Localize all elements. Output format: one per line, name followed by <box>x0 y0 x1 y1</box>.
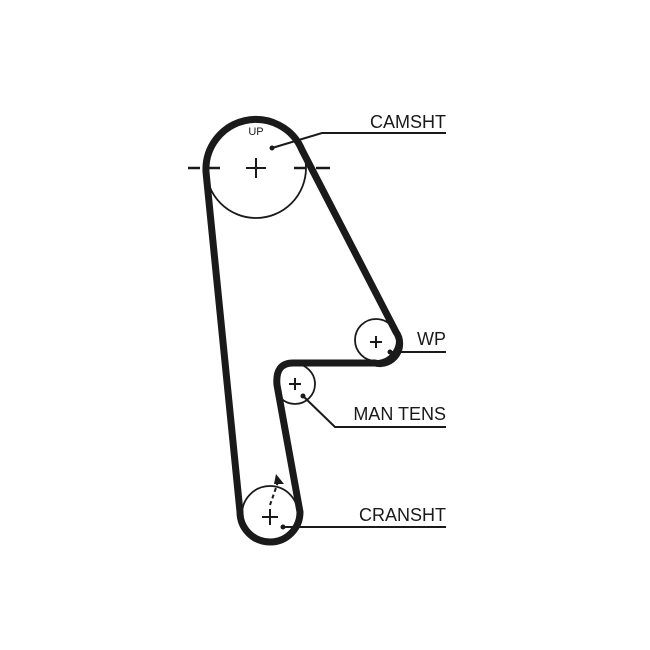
water-pump-pulley <box>354 318 398 362</box>
crankshaft-timing-mark <box>269 474 284 506</box>
water-pump-leader-dot <box>387 349 393 355</box>
manual-tensioner-leader-dot <box>300 393 306 399</box>
crankshaft-center-mark <box>262 509 278 525</box>
crankshaft-leader-dot <box>280 524 286 530</box>
up-mark-label: UP <box>248 126 263 138</box>
water-pump-center-mark <box>370 336 382 348</box>
camshaft-leader <box>271 132 446 149</box>
manual-tensioner-leader <box>302 395 446 428</box>
crankshaft-label: CRANSHT <box>359 505 446 525</box>
camshaft-center-mark <box>246 158 266 178</box>
manual-tensioner-center-mark <box>289 378 301 390</box>
camshaft-leader-dot <box>269 145 275 151</box>
water-pump-label: WP <box>417 329 446 349</box>
crankshaft-pulley <box>241 485 299 543</box>
timing-arrow-icon <box>274 474 284 484</box>
timing-belt <box>202 115 404 546</box>
manual-tensioner-pulley <box>274 363 316 405</box>
manual-tensioner-label: MAN TENS <box>353 404 446 424</box>
camshaft-label: CAMSHT <box>370 112 446 132</box>
